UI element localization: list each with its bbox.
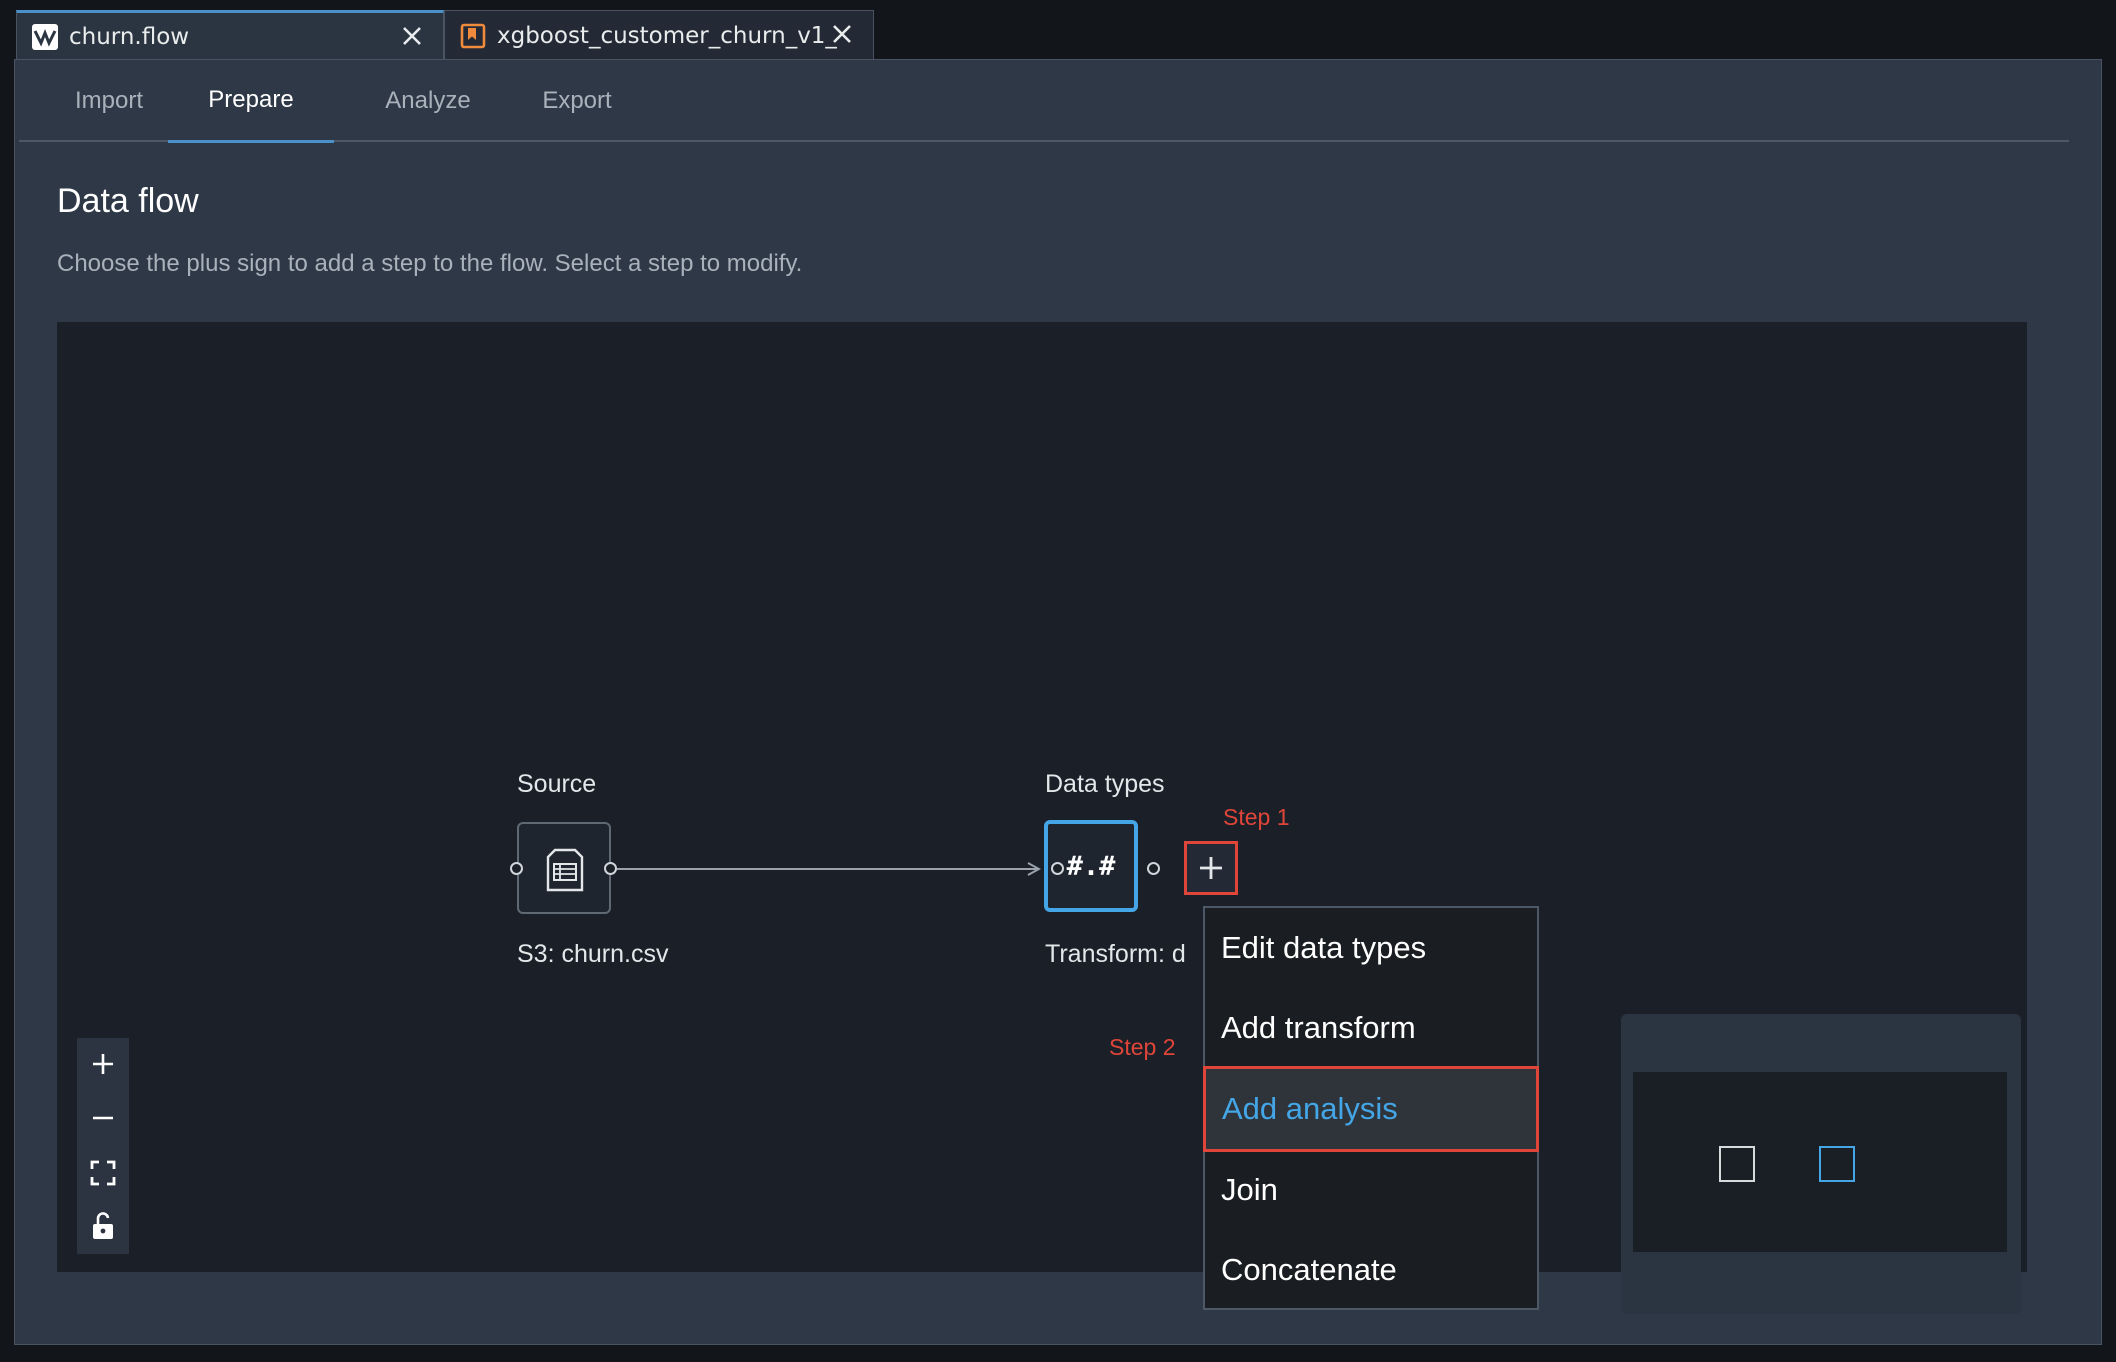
- source-output-port[interactable]: [604, 862, 617, 875]
- source-node-header: Source: [517, 770, 597, 798]
- menu-item-join[interactable]: Join: [1221, 1172, 1278, 1207]
- step-1-annotation: Step 1: [1223, 804, 1290, 830]
- unlock-icon: [92, 1212, 114, 1245]
- datatypes-glyph: #.#: [1066, 850, 1116, 882]
- nav-import[interactable]: Import: [74, 87, 143, 114]
- nav-export[interactable]: Export: [542, 87, 612, 114]
- step-2-annotation: Step 2: [1109, 1034, 1176, 1060]
- source-node[interactable]: [517, 822, 611, 914]
- minimap-datatypes-node: [1819, 1146, 1855, 1182]
- datatypes-node[interactable]: #.#: [1044, 820, 1138, 912]
- zoom-in-icon: [92, 1053, 114, 1080]
- add-step-menu: Edit data types Add transform Add analys…: [1203, 906, 1539, 1310]
- minimap[interactable]: [1621, 1014, 2021, 1314]
- datatypes-output-port[interactable]: [1147, 862, 1160, 875]
- fit-to-screen-icon: [90, 1160, 116, 1191]
- datatypes-node-caption: Transform: d: [1045, 940, 1186, 968]
- source-node-caption: S3: churn.csv: [517, 940, 669, 968]
- plus-icon: [1198, 855, 1224, 886]
- nav-prepare[interactable]: Prepare: [168, 60, 334, 143]
- page-title: Data flow: [57, 182, 199, 220]
- menu-item-add-transform[interactable]: Add transform: [1221, 1010, 1416, 1045]
- tab-xgboost-notebook[interactable]: xgboost_customer_churn_v1_: [444, 10, 874, 60]
- editor-tab-bar: churn.flow xgboost_customer_churn_v1_: [16, 10, 2100, 60]
- data-wrangler-panel: Import Prepare Analyze Export Data flow …: [14, 59, 2102, 1345]
- menu-item-add-analysis[interactable]: Add analysis: [1203, 1066, 1539, 1152]
- workflow-nav: Import Prepare Analyze Export: [19, 60, 2069, 143]
- close-icon[interactable]: [399, 23, 425, 49]
- menu-item-edit-data-types[interactable]: Edit data types: [1221, 930, 1427, 965]
- notebook-bookmark-icon: [459, 22, 487, 50]
- minimap-source-node: [1719, 1146, 1755, 1182]
- menu-item-concatenate[interactable]: Concatenate: [1221, 1252, 1397, 1287]
- source-input-port[interactable]: [510, 862, 523, 875]
- flow-edge: [617, 868, 1037, 870]
- lock-toggle-button[interactable]: [77, 1200, 129, 1254]
- add-step-button[interactable]: [1184, 841, 1238, 895]
- flow-canvas[interactable]: Source S3: churn.csv Data types #.# Tran…: [57, 322, 2027, 1314]
- page-description: Choose the plus sign to add a step to th…: [57, 250, 803, 277]
- zoom-out-icon: [92, 1107, 114, 1134]
- datatypes-node-header: Data types: [1045, 770, 1165, 798]
- minimap-viewport[interactable]: [1633, 1072, 2007, 1252]
- fit-view-button[interactable]: [77, 1146, 129, 1200]
- tab-title: xgboost_customer_churn_v1_: [497, 22, 837, 49]
- zoom-controls: [77, 1038, 129, 1254]
- nav-analyze[interactable]: Analyze: [385, 87, 471, 114]
- flow-icon: [31, 23, 59, 51]
- zoom-in-button[interactable]: [77, 1038, 129, 1092]
- tab-churn-flow[interactable]: churn.flow: [16, 10, 444, 60]
- file-table-icon: [546, 848, 584, 897]
- datatypes-input-port[interactable]: [1051, 862, 1064, 875]
- close-icon[interactable]: [829, 21, 855, 47]
- zoom-out-button[interactable]: [77, 1092, 129, 1146]
- tab-title: churn.flow: [69, 23, 190, 50]
- arrow-head-icon: [1027, 861, 1042, 882]
